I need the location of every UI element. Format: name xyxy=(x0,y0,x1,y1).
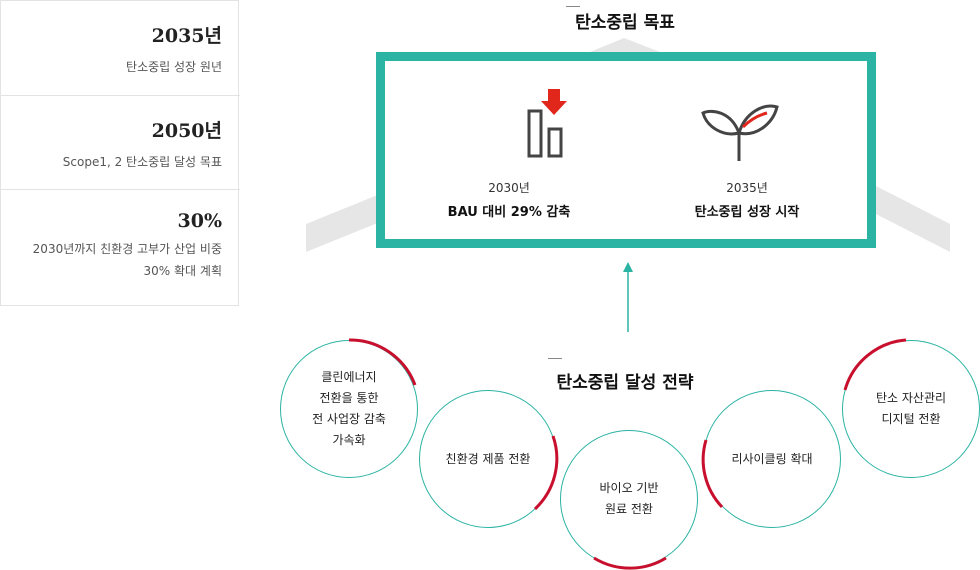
title-tick xyxy=(548,358,562,359)
strategy-circle-eco-product: 친환경 제품 전환 xyxy=(419,390,557,528)
circle-label: 친환경 제품 전환 xyxy=(445,451,531,466)
strategy-title: 탄소중립 달성 전략 xyxy=(556,373,694,393)
circle-label: 바이오 기반 원료 전환 xyxy=(599,481,659,516)
goal-text: BAU 대비 29% 감축 xyxy=(447,205,571,220)
strategy-circle-recycling: 리사이클링 확대 xyxy=(703,390,841,528)
circle-label: 리사이클링 확대 xyxy=(731,451,813,466)
stat-30-percent: 30% 2030년까지 친환경 고부가 산업 비중 30% 확대 계획 xyxy=(1,190,240,306)
stat-2035: 2035년 탄소중립 성장 원년 xyxy=(1,1,240,96)
sprout-icon xyxy=(701,104,779,161)
stat-value: 30% xyxy=(177,210,223,232)
stat-2050: 2050년 Scope1, 2 탄소중립 달성 목표 xyxy=(1,96,240,190)
roof-left-bar xyxy=(306,194,380,252)
goal-year: 2030년 xyxy=(488,181,530,195)
goal-title: 탄소중립 목표 xyxy=(575,13,675,33)
stat-desc: Scope1, 2 탄소중립 달성 목표 xyxy=(62,155,222,169)
circle-label: 탄소 자산관리 디지털 전환 xyxy=(875,391,947,426)
circle-label: 클린에너지 전환을 통한 전 사업장 감축 가속화 xyxy=(312,370,386,447)
goal-box: 2030년 BAU 대비 29% 감축 2035년 탄소중립 성장 시작 xyxy=(376,52,876,248)
goal-year: 2035년 xyxy=(726,181,768,195)
stat-value: 2050년 xyxy=(151,120,222,142)
roof-right-bar xyxy=(876,186,950,252)
bar-chart-down-icon xyxy=(527,89,567,158)
stat-desc: 2030년까지 친환경 고부가 산업 비중 30% 확대 계획 xyxy=(32,242,222,278)
roof-peak xyxy=(590,38,660,52)
strategy-circle-bio-material: 바이오 기반 원료 전환 xyxy=(560,430,698,568)
arrow-up-icon xyxy=(623,262,633,332)
stat-desc: 탄소중립 성장 원년 xyxy=(126,60,222,74)
goal-text: 탄소중립 성장 시작 xyxy=(694,205,800,220)
stats-panel: 2035년 탄소중립 성장 원년 2050년 Scope1, 2 탄소중립 달성… xyxy=(0,0,240,306)
title-tick xyxy=(566,6,580,7)
stat-value: 2035년 xyxy=(151,25,222,47)
strategy-circle-digital: 탄소 자산관리 디지털 전환 xyxy=(842,340,980,478)
strategy-circle-clean-energy: 클린에너지 전환을 통한 전 사업장 감축 가속화 xyxy=(280,340,418,478)
